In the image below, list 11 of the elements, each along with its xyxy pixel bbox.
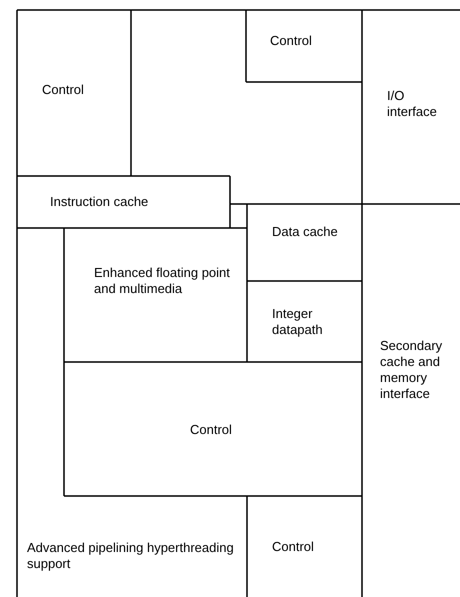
region-label: Advanced pipelining hyperthreading support [27,540,235,572]
region-label: Secondary cache and memory interface [380,338,444,402]
region-label: Enhanced floating point and multimedia [94,265,231,297]
region-label: Control [42,82,85,98]
region-label: Instruction cache [50,194,150,210]
region-label: Control [190,422,233,438]
region-label: Control [270,33,313,49]
region-label: Data cache [272,224,339,240]
region-label: Control [272,539,315,555]
region-label: I/O interface [387,88,438,120]
region-label: Integer datapath [272,306,324,338]
